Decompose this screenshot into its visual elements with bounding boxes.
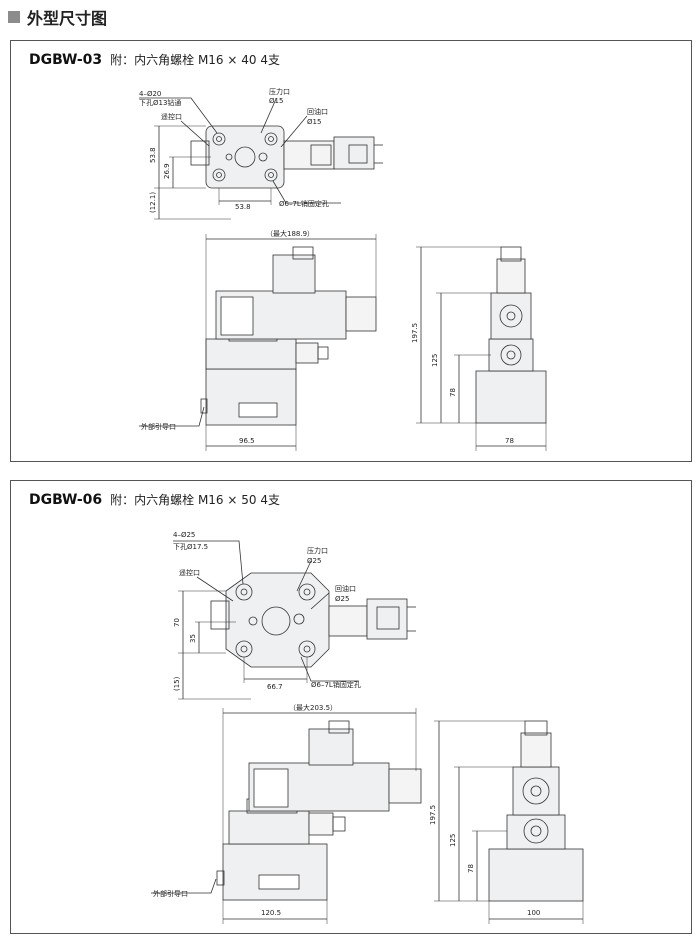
dim-base-width: 120.5 (261, 909, 281, 917)
remote-port-label: 遥控口 (161, 112, 182, 121)
panel-heading: DGBW-03 附：内六角螺栓 M16 × 40 4支 (29, 51, 280, 68)
dim-height: 70 (173, 618, 181, 627)
dim-base-width: 96.5 (239, 437, 255, 445)
model-name: DGBW-06 (29, 492, 103, 508)
return-port-diameter: Ø25 (335, 595, 349, 603)
dim-side-width: 78 (505, 437, 514, 445)
dim-max-length: （最大188.9） (266, 229, 314, 238)
model-name: DGBW-03 (29, 52, 103, 68)
dim-half-height: 26.9 (163, 163, 171, 179)
front-view (151, 708, 422, 924)
pressure-port-diameter: Ø25 (307, 557, 321, 565)
external-pilot-label: 外部引导口 (153, 889, 188, 898)
dimension-drawing: 4–Ø20 下孔Ø13钻通 压力口 Ø15 回油口 Ø15 遥控口 Ø6–7L销… (139, 87, 547, 451)
holes-label: 4–Ø20 (139, 90, 161, 98)
drawing-panel-dgbw-03: DGBW-03 附：内六角螺栓 M16 × 40 4支 (10, 40, 692, 462)
side-view (416, 246, 547, 451)
bolt-note: 附：内六角螺栓 M16 × 50 4支 (110, 493, 280, 507)
drawing-panel-dgbw-06: DGBW-06 附：内六角螺栓 M16 × 50 4支 (10, 480, 692, 934)
dim-side-mid: 125 (449, 834, 457, 847)
panel-heading: DGBW-06 附：内六角螺栓 M16 × 50 4支 (29, 491, 280, 508)
section-title: 外型尺寸图 (27, 9, 108, 28)
holes-label: 4–Ø25 (173, 531, 195, 539)
header-square-icon (8, 11, 20, 23)
holes-sub-label: 下孔Ø17.5 (173, 543, 208, 551)
external-pilot-label: 外部引导口 (141, 422, 176, 431)
side-view (434, 720, 584, 924)
pressure-port-label: 压力口 (307, 546, 328, 555)
dim-side-total: 197.5 (429, 805, 437, 825)
top-view (173, 540, 416, 700)
return-port-diameter: Ø15 (307, 118, 321, 126)
top-view (139, 97, 383, 220)
pin-hole-label: Ø6–7L销固定孔 (311, 680, 361, 689)
dim-offset: (15) (173, 676, 181, 691)
return-port-label: 回油口 (335, 584, 356, 593)
dimension-drawing: 4–Ø25 下孔Ø17.5 压力口 Ø25 回油口 Ø25 遥控口 Ø6–7L销… (151, 531, 584, 924)
dim-width: 53.8 (235, 203, 251, 211)
remote-port-label: 遥控口 (179, 568, 200, 577)
pressure-port-diameter: Ø15 (269, 97, 283, 105)
dim-side-width: 100 (527, 909, 540, 917)
dim-max-length: （最大203.5） (289, 703, 337, 712)
dim-width: 66.7 (267, 683, 283, 691)
dim-offset: (12.1) (149, 192, 157, 213)
dim-half-height: 35 (189, 634, 197, 643)
dim-side-low: 78 (449, 388, 457, 397)
dim-side-low: 78 (467, 864, 475, 873)
front-view (139, 234, 377, 451)
dim-side-total: 197.5 (411, 323, 419, 343)
section-header: 外型尺寸图 (8, 6, 107, 28)
pressure-port-label: 压力口 (269, 87, 290, 96)
dim-height: 53.8 (149, 147, 157, 163)
dim-side-mid: 125 (431, 354, 439, 367)
return-port-label: 回油口 (307, 107, 328, 116)
holes-sub-label: 下孔Ø13钻通 (139, 98, 181, 107)
pin-hole-label: Ø6–7L销固定孔 (279, 199, 329, 208)
bolt-note: 附：内六角螺栓 M16 × 40 4支 (110, 53, 280, 67)
